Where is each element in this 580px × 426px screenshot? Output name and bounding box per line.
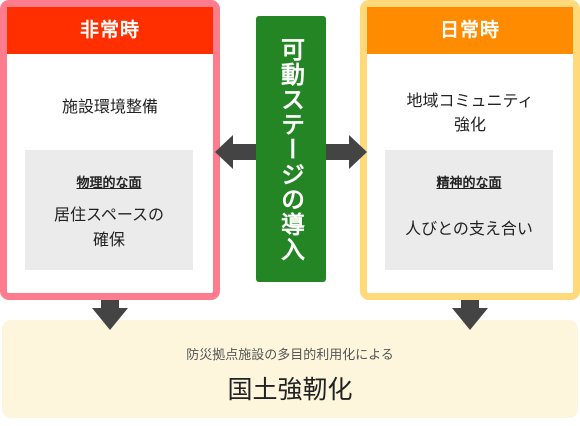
bottom-summary-box: 防災拠点施設の多目的利用化による 国土強靭化 (2, 320, 578, 418)
bottom-subtitle: 防災拠点施設の多目的利用化による (186, 348, 394, 363)
emergency-subbox: 物理的な面 居住スペースの 確保 (25, 150, 193, 270)
emergency-subbox-label: 物理的な面 (76, 176, 142, 191)
bottom-title: 国土強靭化 (227, 375, 353, 404)
daily-subbox: 精神的な面 人びとの支え合い (385, 150, 553, 270)
arrow-left-icon (215, 135, 259, 169)
daily-subbox-label: 精神的な面 (436, 176, 502, 191)
daily-title: 地域コミュニティ 強化 (406, 91, 534, 134)
emergency-panel: 非常時 施設環境整備 物理的な面 居住スペースの 確保 (0, 0, 220, 300)
emergency-title: 施設環境整備 (61, 97, 158, 116)
movable-stage-text: 可動ステージの導入 (276, 36, 305, 262)
daily-subbox-text: 人びとの支え合い (405, 219, 533, 238)
emergency-subbox-text: 居住スペースの 確保 (53, 205, 165, 249)
daily-header: 日常時 (367, 7, 573, 54)
daily-panel: 日常時 地域コミュニティ 強化 精神的な面 人びとの支え合い (360, 0, 580, 300)
movable-stage-box: 可動ステージの導入 (256, 16, 326, 282)
arrow-right-icon (323, 135, 367, 169)
emergency-header: 非常時 (7, 7, 213, 54)
